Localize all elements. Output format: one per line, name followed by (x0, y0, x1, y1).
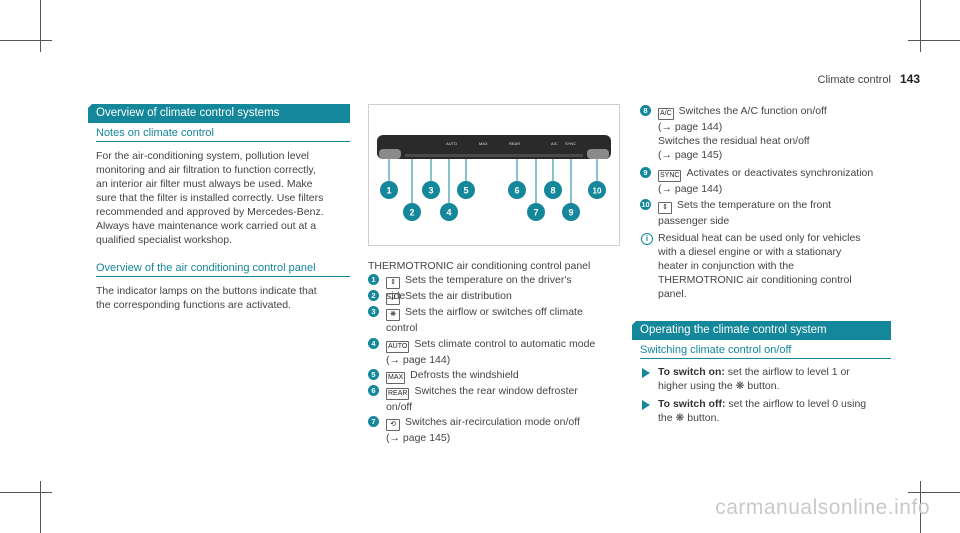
legend-item-7: 7 ⟲Switches air-recirculation mode on/of… (368, 415, 628, 444)
notes-heading: Notes on climate control (96, 127, 350, 142)
airflow-icon: ❋ (386, 309, 400, 321)
panel-label-auto: AUTO (446, 141, 457, 146)
legend-number: 9 (640, 167, 651, 178)
crop-mark (908, 40, 960, 41)
ac-icon: A/C (658, 108, 674, 120)
step-switch-off: To switch off: set the airflow to level … (658, 397, 908, 425)
page-header: Climate control 143 (818, 72, 920, 86)
legend-text: Defrosts the windshield (410, 369, 519, 381)
section-bar-title: Overview of climate control systems (96, 107, 280, 119)
step-arrow-icon (642, 400, 650, 410)
legend-number: 2 (368, 290, 379, 301)
header-title: Climate control (817, 74, 891, 86)
notes-text: For the air-conditioning system, polluti… (96, 150, 324, 246)
overview-text: The indicator lamps on the buttons indic… (96, 285, 317, 311)
legend-text: Sets the temperature on the front passen… (658, 199, 832, 227)
legend-text: Switches the rear window defroster on/of… (386, 385, 578, 413)
legend-item-1: 1 ⇕Sets the temperature on the driver's … (368, 273, 628, 302)
panel-label-max: MAX (479, 141, 488, 146)
step-label: To switch off: (658, 398, 726, 410)
callout-6: 6 (514, 186, 519, 196)
sync-icon: SYNC (658, 170, 682, 182)
legend-number: 1 (368, 274, 379, 285)
temperature-icon: ⇕ (658, 202, 672, 214)
crop-mark (920, 0, 921, 52)
step-text: set the airflow to level 1 or higher usi… (658, 366, 850, 392)
temperature-icon: ⇕ (386, 277, 400, 289)
legend-text: Sets the air distribution (405, 290, 512, 302)
crop-mark (908, 492, 960, 493)
callout-5: 5 (463, 186, 468, 196)
crop-mark (0, 492, 52, 493)
callout-2: 2 (409, 208, 414, 218)
section-bar-title: Operating the climate control system (640, 324, 827, 336)
section-bar-overview: Overview of climate control systems (87, 104, 350, 123)
legend-text: Activates or deactivates synchronization… (658, 167, 874, 195)
auto-icon: AUTO (386, 341, 410, 353)
legend-text: Switches air-recirculation mode on/off (… (386, 416, 580, 444)
legend-number: 3 (368, 306, 379, 317)
recirculation-icon: ⟲ (386, 419, 400, 431)
overview-heading: Overview of the air conditioning control… (96, 262, 350, 277)
crop-mark (40, 481, 41, 533)
step-switch-on: To switch on: set the airflow to level 1… (658, 365, 908, 393)
callout-7: 7 (533, 208, 538, 218)
legend-number: 6 (368, 385, 379, 396)
callout-1: 1 (386, 186, 391, 196)
step-text: set the airflow to level 0 using the ❋ b… (658, 398, 867, 424)
step-arrow-icon (642, 368, 650, 378)
control-panel-figure: AUTO MAX REAR A/C SYNC 1 2 3 4 5 6 7 8 (368, 104, 620, 246)
crop-mark (920, 481, 921, 533)
crop-mark (40, 0, 41, 52)
legend-number: 4 (368, 338, 379, 349)
info-icon: i (641, 233, 653, 245)
switching-heading: Switching climate control on/off (640, 344, 891, 359)
legend-item-2: 2 ↲ Sets the air distribution (368, 289, 628, 305)
legend-item-10: 10 ⇕Sets the temperature on the front pa… (640, 198, 920, 227)
legend-text: Sets the temperature on the driver's sid… (386, 274, 572, 302)
figure-caption: THERMOTRONIC air conditioning control pa… (368, 260, 591, 272)
panel-label-ac: A/C (551, 141, 558, 146)
legend-item-5: 5 MAX Defrosts the windshield (368, 368, 628, 384)
panel-label-sync: SYNC (565, 141, 576, 146)
legend-text: Sets climate control to automatic mode (… (386, 338, 596, 366)
callout-10: 10 (593, 187, 602, 196)
legend-number: 8 (640, 105, 651, 116)
legend-text: Switches the A/C function on/off (→ page… (658, 105, 827, 161)
legend-number: 10 (640, 199, 651, 210)
page-number: 143 (899, 72, 920, 86)
legend-item-3: 3 ❋Sets the airflow or switches off clim… (368, 305, 628, 334)
callout-3: 3 (428, 186, 433, 196)
callout-9: 9 (568, 208, 573, 218)
callout-4: 4 (446, 208, 451, 218)
air-distribution-icon: ↲ (386, 293, 400, 305)
watermark: carmanualsonline.info (715, 496, 930, 519)
crop-mark (0, 40, 52, 41)
legend-number: 5 (368, 369, 379, 380)
step-label: To switch on: (658, 366, 725, 378)
callout-8: 8 (550, 186, 555, 196)
control-panel-illustration: AUTO MAX REAR A/C SYNC 1 2 3 4 5 6 7 8 (377, 135, 611, 221)
section-bar-operating: Operating the climate control system (631, 321, 891, 340)
rear-defroster-icon: REAR (386, 388, 410, 400)
note-text: Residual heat can be used only for vehic… (658, 232, 861, 300)
legend-text: Sets the airflow or switches off climate… (386, 306, 583, 334)
panel-label-rear: REAR (509, 141, 520, 146)
defrost-max-icon: MAX (386, 372, 406, 384)
legend-number: 7 (368, 416, 379, 427)
